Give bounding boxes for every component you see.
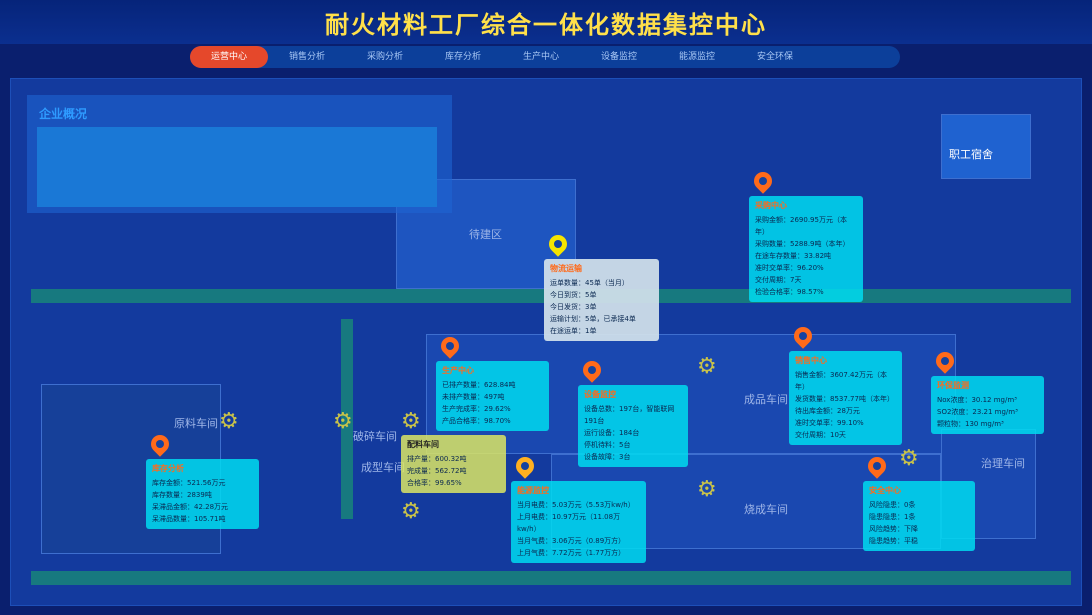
road — [31, 571, 1071, 585]
zone-label: 烧成车间 — [744, 503, 788, 516]
gear-icon: ⚙ — [219, 409, 239, 434]
card-line: 准时交单率：96.20% — [755, 264, 824, 272]
card-line: 排产量：600.32吨 — [407, 455, 467, 463]
card-line: 呆滞品数量：105.71吨 — [152, 515, 226, 523]
card-title: 安全中心 — [869, 486, 901, 495]
energy-card[interactable]: 能源监控 当月电费：5.03万元（5.53万kw/h） 上月电费：10.97万元… — [511, 481, 646, 563]
inventory-card[interactable]: 库存分析 库存金额：521.56万元 库存数量：2839吨 呆滞品金额：42.2… — [146, 459, 259, 529]
card-line: 今日到货：5单 — [550, 291, 597, 299]
card-line: 运行设备：184台 — [584, 429, 640, 437]
sales-card[interactable]: 销售中心 销售金额：3607.42万元（本年） 发货数量：8537.77吨（本年… — [789, 351, 902, 445]
card-line: 完成量：562.72吨 — [407, 467, 467, 475]
card-title: 销售中心 — [795, 356, 827, 365]
card-line: 合格率：99.65% — [407, 479, 462, 487]
card-line: 停机待料：5台 — [584, 441, 631, 449]
card-title: 物流运输 — [550, 264, 582, 273]
overview-title: 企业概况 — [39, 107, 88, 121]
card-line: 风险趋势：下降 — [869, 525, 918, 533]
zone-label: 职工宿舍 — [949, 148, 993, 161]
card-line: 库存数量：2839吨 — [152, 491, 212, 499]
card-title: 生产中心 — [442, 366, 474, 375]
card-line: 在途车存数量：33.82吨 — [755, 252, 832, 260]
card-line: 未排产数量：497吨 — [442, 393, 505, 401]
card-line: 风险隐患：0条 — [869, 501, 916, 509]
card-line: 当月电费：5.03万元（5.53万kw/h） — [517, 501, 635, 509]
tab-inventory[interactable]: 库存分析 — [444, 52, 481, 62]
gear-icon: ⚙ — [697, 354, 717, 379]
production-card[interactable]: 生产中心 已排产数量：628.84吨 未排产数量：497吨 生产完成率：29.6… — [436, 361, 549, 431]
gear-icon: ⚙ — [401, 409, 421, 434]
card-line: 采购数量：5288.9吨（本年） — [755, 240, 850, 248]
zone-label: 成型车间 — [361, 461, 405, 474]
location-pin-icon[interactable] — [750, 168, 776, 194]
card-line: 准时交单率：99.10% — [795, 419, 864, 427]
card-line: 产品合格率：98.70% — [442, 417, 511, 425]
card-line: 当月气费：3.06万元（0.89万方） — [517, 537, 626, 545]
environment-card[interactable]: 环保监测 Nox浓度：30.12 mg/m³ SO2浓度：23.21 mg/m³… — [931, 376, 1044, 434]
card-title: 环保监测 — [937, 381, 969, 390]
gear-icon: ⚙ — [401, 499, 421, 524]
card-line: SO2浓度：23.21 mg/m³ — [937, 408, 1018, 416]
card-line: 隐患隐患：1条 — [869, 513, 916, 521]
card-line: 待出库金额：28万元 — [795, 407, 860, 415]
gear-icon: ⚙ — [333, 409, 353, 434]
card-title: 采购中心 — [755, 201, 787, 210]
tab-energy[interactable]: 能源监控 — [678, 52, 715, 62]
safety-card[interactable]: 安全中心 风险隐患：0条 隐患隐患：1条 风险趋势：下降 隐患趋势：平稳 — [863, 481, 975, 551]
zone-label: 破碎车间 — [353, 430, 397, 443]
tab-production[interactable]: 生产中心 — [522, 52, 559, 62]
card-line: 交付周期：7天 — [755, 276, 802, 284]
card-line: 上月电费：10.97万元（11.08万kw/h） — [517, 513, 621, 533]
card-line: 交付周期：10天 — [795, 431, 846, 439]
card-line: 呆滞品金额：42.28万元 — [152, 503, 229, 511]
card-title: 能源监控 — [517, 486, 549, 495]
purchase-card[interactable]: 采购中心 采购金额：2690.95万元（本年） 采购数量：5288.9吨（本年）… — [749, 196, 863, 302]
tab-operations[interactable]: 运营中心 — [190, 46, 268, 68]
card-title: 配料车间 — [407, 440, 439, 449]
tab-purchase[interactable]: 采购分析 — [366, 52, 403, 62]
overview-panel: 企业概况 — [27, 95, 452, 213]
gear-icon: ⚙ — [899, 446, 919, 471]
card-line: 发货数量：8537.77吨（本年） — [795, 395, 894, 403]
card-line: 运输计划：5单，已承接4单 — [550, 315, 636, 323]
page-title: 耐火材料工厂综合一体化数据集控中心 — [325, 10, 767, 39]
card-line: 设备故障：3台 — [584, 453, 631, 461]
zone-dorm — [941, 114, 1031, 179]
zone-label: 治理车间 — [981, 457, 1025, 470]
factory-map: 待建区 原料车间 破碎车间 成型车间 成品车间 烧成车间 治理车间 职工宿舍 ⚙… — [10, 78, 1082, 606]
card-line: 上月气费：7.72万元（1.77万方） — [517, 549, 626, 557]
batching-card[interactable]: 配料车间 排产量：600.32吨 完成量：562.72吨 合格率：99.65% — [401, 435, 506, 493]
card-line: 检验合格率：98.57% — [755, 288, 824, 296]
card-line: 颗粒物：130 mg/m³ — [937, 420, 1004, 428]
gear-icon: ⚙ — [697, 477, 717, 502]
location-pin-icon[interactable] — [512, 453, 538, 479]
road — [341, 319, 353, 519]
card-line: 设备总数：197台，智能联网191台 — [584, 405, 675, 425]
logistics-card[interactable]: 物流运输 运单数量：45单（当月） 今日到货：5单 今日发货：3单 运输计划：5… — [544, 259, 659, 341]
card-line: 在途运单：1单 — [550, 327, 597, 335]
header: 耐火材料工厂综合一体化数据集控中心 — [0, 0, 1092, 44]
nav-bar: 运营中心 销售分析 采购分析 库存分析 生产中心 设备监控 能源监控 安全环保 — [190, 46, 900, 68]
equipment-card[interactable]: 设备监控 设备总数：197台，智能联网191台 运行设备：184台 停机待料：5… — [578, 385, 688, 467]
card-title: 设备监控 — [584, 390, 616, 399]
card-line: Nox浓度：30.12 mg/m³ — [937, 396, 1017, 404]
card-line: 今日发货：3单 — [550, 303, 597, 311]
card-line: 库存金额：521.56万元 — [152, 479, 226, 487]
card-line: 隐患趋势：平稳 — [869, 537, 918, 545]
zone-label: 原料车间 — [174, 417, 218, 430]
tab-equipment[interactable]: 设备监控 — [600, 52, 637, 62]
card-line: 采购金额：2690.95万元（本年） — [755, 216, 847, 236]
zone-label: 成品车间 — [744, 393, 788, 406]
card-title: 库存分析 — [152, 464, 184, 473]
card-line: 已排产数量：628.84吨 — [442, 381, 516, 389]
zone-label: 待建区 — [469, 228, 502, 241]
tab-safety[interactable]: 安全环保 — [756, 52, 793, 62]
tab-sales[interactable]: 销售分析 — [288, 52, 325, 62]
card-line: 生产完成率：29.62% — [442, 405, 511, 413]
card-line: 运单数量：45单（当月） — [550, 279, 629, 287]
overview-content — [37, 127, 437, 207]
card-line: 销售金额：3607.42万元（本年） — [795, 371, 887, 391]
